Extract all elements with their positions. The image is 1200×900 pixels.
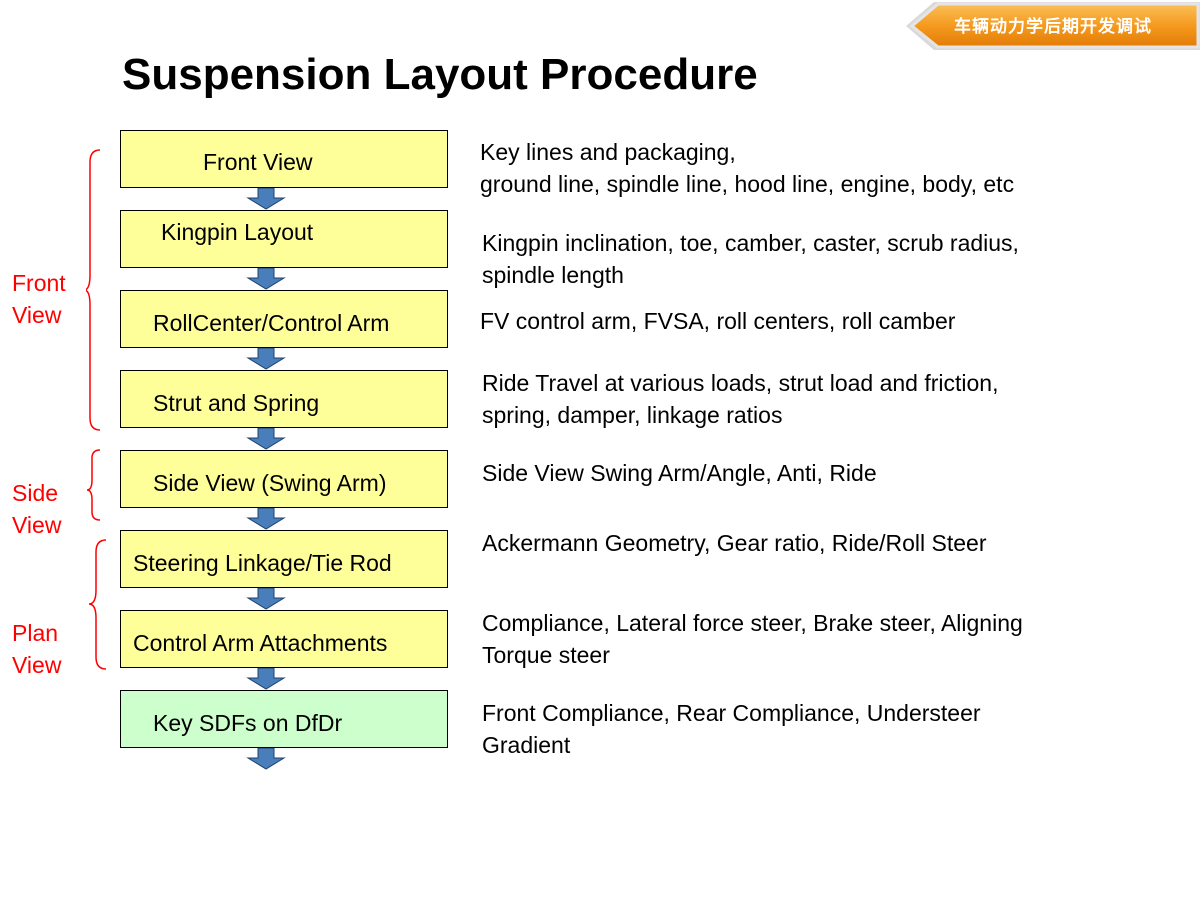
description-line: Key lines and packaging, <box>480 139 736 165</box>
description-line: Side View Swing Arm/Angle, Anti, Ride <box>482 460 877 486</box>
group-label-side-view: Side View <box>12 480 62 538</box>
description-line: spring, damper, linkage ratios <box>482 402 783 428</box>
step-label: Kingpin Layout <box>161 219 314 245</box>
description-line: Gradient <box>482 732 571 758</box>
header-tag-text: 车辆动力学后期开发调试 <box>954 17 1152 37</box>
step-label: RollCenter/Control Arm <box>153 310 390 336</box>
description-line: Torque steer <box>482 642 610 668</box>
step-label: Key SDFs on DfDr <box>153 710 343 736</box>
step-description: Front Compliance, Rear Compliance, Under… <box>482 697 981 761</box>
description-line: ground line, spindle line, hood line, en… <box>480 171 1015 197</box>
down-arrow-icon <box>246 668 286 690</box>
step-description: Compliance, Lateral force steer, Brake s… <box>482 607 1023 671</box>
header-tag-shape <box>906 2 1200 50</box>
down-arrow-icon <box>246 588 286 610</box>
brace-front-view <box>86 149 101 431</box>
down-arrow-icon <box>246 268 286 290</box>
step-description: Side View Swing Arm/Angle, Anti, Ride <box>482 457 877 489</box>
step-box-rollcenter-control-arm: RollCenter/Control Arm <box>120 290 448 348</box>
step-description: Kingpin inclination, toe, camber, caster… <box>482 227 1019 291</box>
down-arrow-icon <box>246 508 286 530</box>
step-label: Steering Linkage/Tie Rod <box>133 550 392 576</box>
description-line: Front Compliance, Rear Compliance, Under… <box>482 700 981 726</box>
description-line: FV control arm, FVSA, roll centers, roll… <box>480 308 956 334</box>
down-arrow-icon <box>246 348 286 370</box>
down-arrow-icon <box>246 428 286 450</box>
step-label: Control Arm Attachments <box>133 630 388 656</box>
description-line: Compliance, Lateral force steer, Brake s… <box>482 610 1023 636</box>
step-label: Front View <box>203 149 313 175</box>
step-box-side-view: Side View (Swing Arm) <box>120 450 448 508</box>
brace-side-view <box>86 449 101 521</box>
group-braces <box>86 149 107 670</box>
brace-plan-view <box>88 539 107 670</box>
step-box-steering-linkage: Steering Linkage/Tie Rod <box>120 530 448 588</box>
down-arrow-icon <box>246 188 286 210</box>
group-label-front-view: Front View <box>12 270 66 328</box>
step-description: FV control arm, FVSA, roll centers, roll… <box>480 305 955 337</box>
down-arrow-icon <box>246 748 286 770</box>
step-box-control-arm-attachments: Control Arm Attachments <box>120 610 448 668</box>
step-label: Strut and Spring <box>153 390 320 416</box>
description-line: Ride Travel at various loads, strut load… <box>482 370 999 396</box>
step-description: Key lines and packaging, ground line, sp… <box>480 136 1014 200</box>
description-line: Ackermann Geometry, Gear ratio, Ride/Rol… <box>482 530 987 556</box>
step-description: Ride Travel at various loads, strut load… <box>482 367 998 431</box>
step-box-kingpin-layout: Kingpin Layout <box>120 210 448 268</box>
step-box-strut-and-spring: Strut and Spring <box>120 370 448 428</box>
description-line: Kingpin inclination, toe, camber, caster… <box>482 230 1019 256</box>
page-title: Suspension Layout Procedure <box>122 50 758 99</box>
step-box-key-sdfs: Key SDFs on DfDr <box>120 690 448 748</box>
group-label-plan-view: Plan View <box>12 620 62 678</box>
step-description: Ackermann Geometry, Gear ratio, Ride/Rol… <box>482 527 986 559</box>
description-line: spindle length <box>482 262 624 288</box>
step-box-front-view: Front View <box>120 130 448 188</box>
step-label: Side View (Swing Arm) <box>153 470 387 496</box>
header-tag: 车辆动力学后期开发调试 <box>902 0 1200 52</box>
